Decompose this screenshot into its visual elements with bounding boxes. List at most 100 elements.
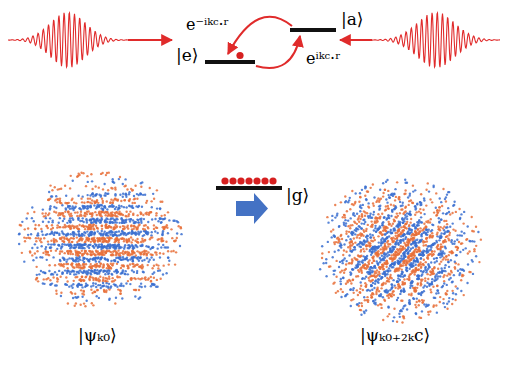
atom-point: [419, 204, 421, 206]
atom-point: [115, 226, 117, 228]
atom-point: [129, 210, 131, 212]
atom-point: [141, 267, 143, 269]
atom-point: [76, 251, 78, 253]
atom-point: [56, 226, 58, 228]
atom-point: [53, 241, 55, 243]
atom-point: [86, 284, 88, 286]
atom-point: [92, 284, 94, 286]
atom-point: [140, 182, 142, 184]
atom-point: [105, 233, 107, 235]
atom-point: [84, 271, 86, 273]
atom-point: [104, 220, 106, 222]
atom-point: [133, 225, 135, 227]
atom-point: [123, 219, 125, 221]
atom-point: [95, 250, 97, 252]
atom-dot: [229, 177, 236, 184]
atom-point: [67, 253, 69, 255]
atom-point: [106, 247, 108, 249]
atom-point: [63, 236, 65, 238]
atom-point: [86, 175, 88, 177]
atom-point: [66, 237, 68, 239]
atom-point: [73, 231, 75, 233]
atom-point: [91, 267, 93, 269]
atom-point: [81, 276, 83, 278]
atom-point: [331, 219, 333, 221]
atom-point: [162, 273, 164, 275]
atom-point: [112, 217, 114, 219]
atom-point: [47, 221, 49, 223]
atom-point: [73, 237, 75, 239]
atom-dot: [245, 177, 252, 184]
atom-point: [140, 241, 142, 243]
atom-point: [94, 241, 96, 243]
atom-point: [34, 224, 36, 226]
atom-point: [56, 240, 58, 242]
atom-point: [421, 310, 423, 312]
atom-point: [177, 221, 179, 223]
atom-point: [116, 237, 118, 239]
atom-point: [149, 248, 151, 250]
atom-point: [173, 220, 175, 222]
atom-point: [97, 247, 99, 249]
atom-point: [69, 250, 71, 252]
atom-point: [122, 269, 124, 271]
atom-point: [139, 245, 141, 247]
atom-dot: [237, 177, 244, 184]
atom-point: [134, 295, 136, 297]
atom-point: [98, 237, 100, 239]
atom-point: [67, 302, 69, 304]
atom-point: [108, 267, 110, 269]
atom-point: [153, 264, 155, 266]
atom-point: [72, 207, 74, 209]
atom-point: [144, 224, 146, 226]
atom-point: [120, 267, 122, 269]
atom-point: [165, 246, 167, 248]
atom-point: [89, 197, 91, 199]
atom-point: [151, 247, 153, 249]
atom-point: [102, 208, 104, 210]
atom-point: [149, 211, 151, 213]
atom-point: [103, 206, 105, 208]
atom-point: [136, 263, 138, 265]
atom-point: [165, 272, 167, 274]
atom-point: [73, 235, 75, 237]
atom-point: [31, 247, 33, 249]
atom-point: [61, 272, 63, 274]
atom-point: [91, 188, 93, 190]
atom-point: [344, 216, 346, 218]
atom-point: [43, 278, 45, 280]
atom-point: [91, 193, 93, 195]
atom-point: [159, 218, 161, 220]
atom-point: [170, 250, 172, 252]
atom-point: [106, 245, 108, 247]
atom-point: [120, 217, 122, 219]
atom-point: [23, 236, 25, 238]
atom-point: [90, 267, 92, 269]
atom-point: [120, 237, 122, 239]
atom-point: [180, 233, 182, 235]
atom-point: [102, 276, 104, 278]
atom-point: [105, 285, 107, 287]
atom-point: [140, 252, 142, 254]
atom-point: [137, 226, 139, 228]
atom-point: [74, 305, 76, 307]
atom-point: [79, 259, 81, 261]
atom-point: [133, 247, 135, 249]
atom-point: [151, 273, 153, 275]
atom-point: [127, 267, 129, 269]
atom-point: [94, 269, 96, 271]
atom-point: [50, 239, 52, 241]
atom-point: [99, 284, 101, 286]
atom-point: [57, 198, 59, 200]
atom-point: [122, 225, 124, 227]
atom-point: [113, 228, 115, 230]
atom-point: [151, 231, 153, 233]
atom-point: [108, 250, 110, 252]
atom-point: [18, 243, 20, 245]
atom-point: [101, 228, 103, 230]
atom-point: [81, 250, 83, 252]
atom-point: [87, 228, 89, 230]
atom-point: [97, 256, 99, 258]
atom-point: [94, 253, 96, 255]
atom-point: [50, 243, 52, 245]
